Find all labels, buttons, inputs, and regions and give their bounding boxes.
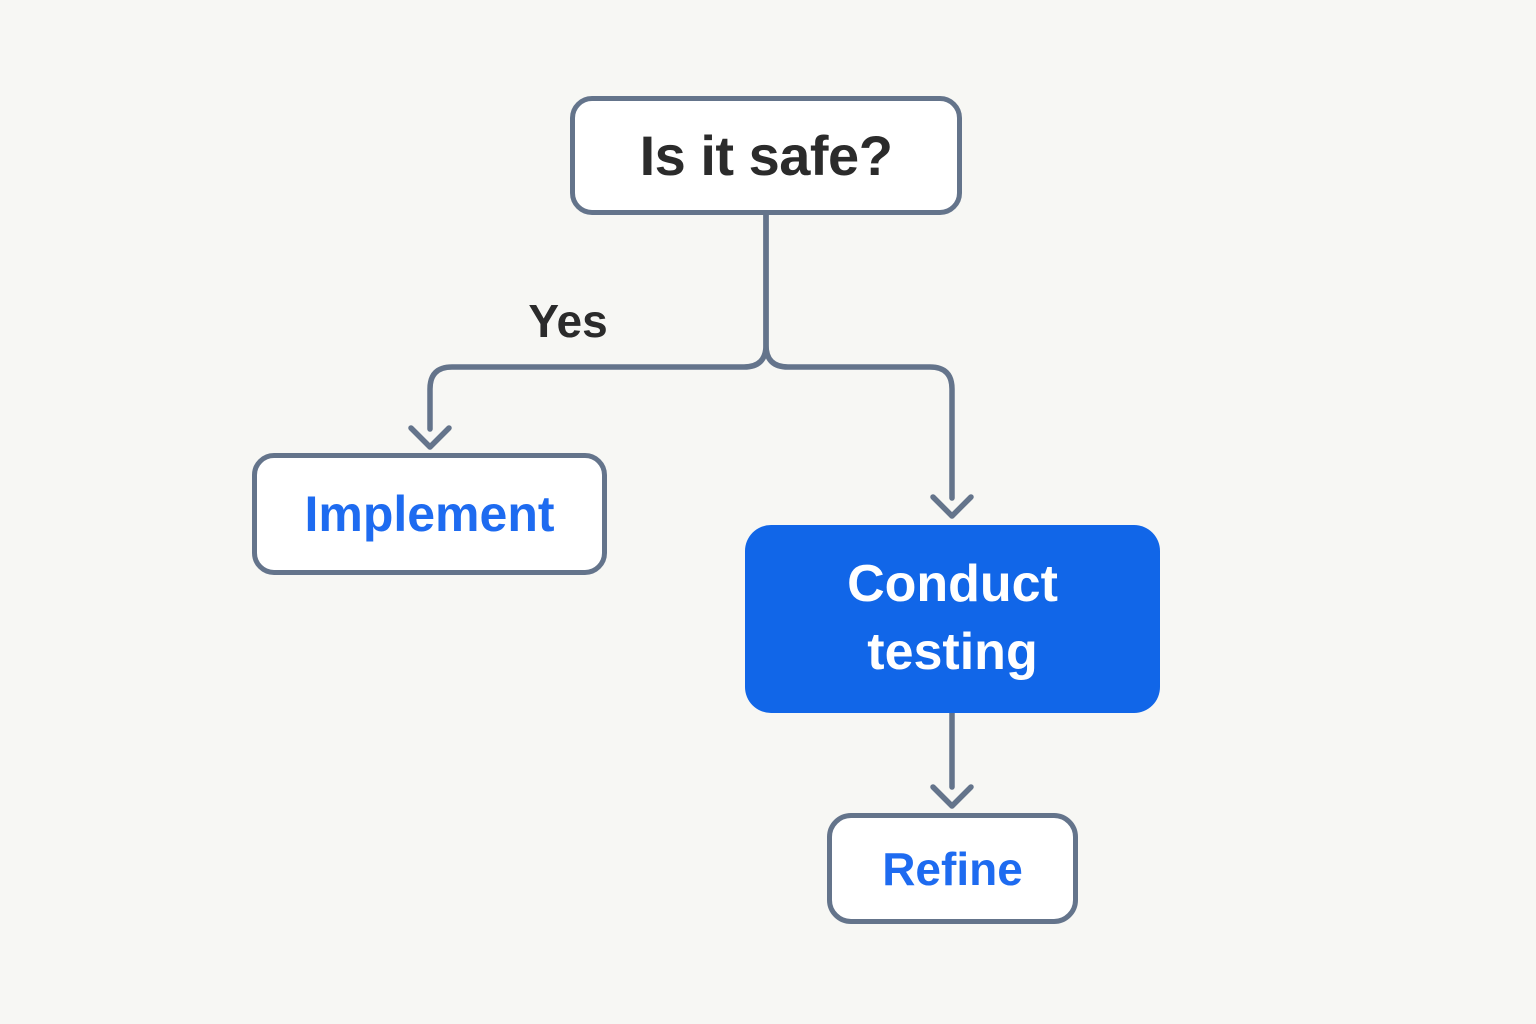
node-conduct-testing-label: Conduct testing [847,555,1058,681]
node-implement: Implement [252,453,607,575]
connector-root-to-conduct-testing [763,212,974,519]
edge-label-yes: Yes [528,295,608,347]
arrowhead-refine [930,784,974,809]
node-is-it-safe: Is it safe? [570,96,962,215]
arrowhead-conduct-testing [930,494,974,519]
node-refine: Refine [827,813,1078,924]
node-conduct-testing: Conduct testing [745,525,1160,713]
connector-conduct-testing-to-refine [930,710,974,809]
node-implement-label: Implement [304,486,555,542]
arrowhead-implement [408,425,452,450]
node-is-it-safe-label: Is it safe? [639,124,893,187]
node-refine-label: Refine [882,842,1023,895]
